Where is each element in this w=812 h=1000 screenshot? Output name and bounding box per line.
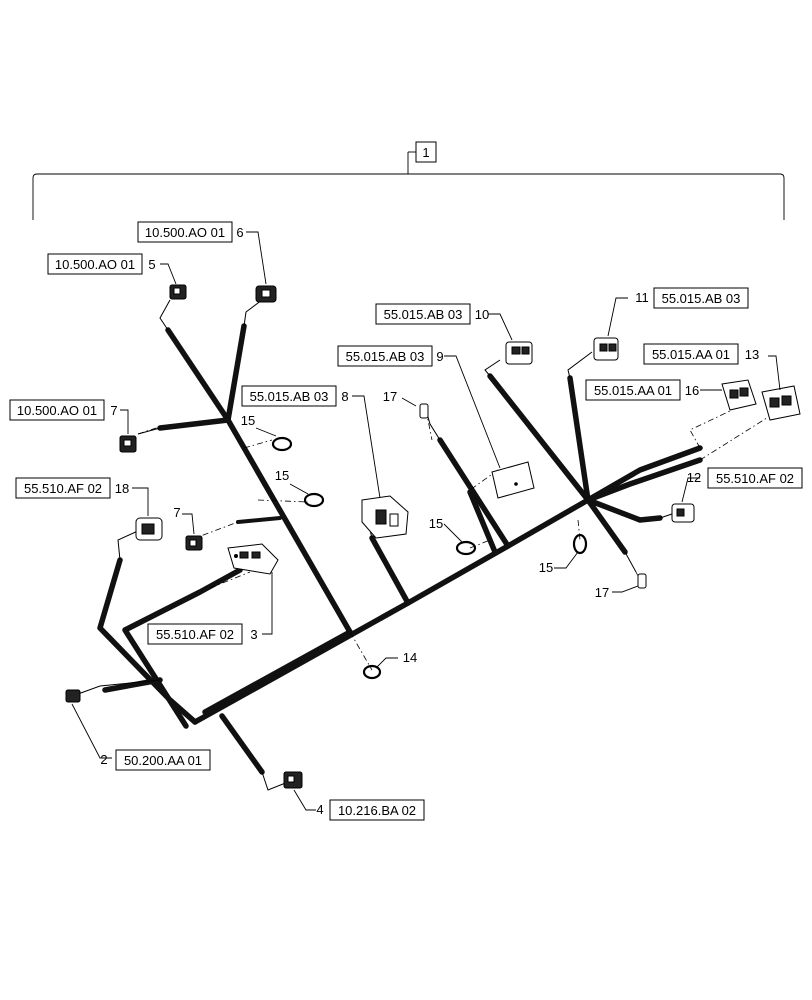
connector-9: [491, 461, 535, 499]
callout-item-14: 14: [403, 650, 417, 665]
connector-3: [227, 543, 279, 575]
connector-7-upper: [119, 435, 137, 453]
item-number: 15: [275, 468, 289, 483]
item-number: 15: [429, 516, 443, 531]
connector-16: [721, 379, 757, 411]
pin-17-b: [637, 573, 647, 589]
connector-2: [65, 689, 81, 703]
connector-7-lower: [185, 535, 203, 551]
callout-item-15-c: 15: [429, 516, 443, 531]
item-number: 9: [436, 349, 443, 364]
ref-code: 55.015.AA 01: [594, 383, 672, 398]
item-number: 2: [100, 752, 107, 767]
leader-lines: [71, 231, 781, 811]
item-number: 13: [745, 347, 759, 362]
item-number: 15: [241, 413, 255, 428]
assembly-item-box: [415, 141, 437, 163]
callout-item-6: 10.500.AO 01 6: [137, 221, 244, 243]
harness-trunk: [97, 323, 703, 775]
connector-6: [255, 285, 277, 303]
callout-item-15-b: 15: [275, 468, 289, 483]
callout-item-18: 55.510.AF 02 18: [15, 477, 129, 499]
connector-4: [283, 771, 303, 789]
clip-15-c: [455, 540, 477, 556]
connector-13: [761, 385, 801, 421]
callout-item-13: 55.015.AA 01 13: [643, 343, 759, 365]
item-number: 17: [595, 585, 609, 600]
ref-code: 50.200.AA 01: [124, 753, 202, 768]
callout-item-15-a: 15: [241, 413, 255, 428]
item-number: 4: [316, 802, 323, 817]
callout-item-2: 2 50.200.AA 01: [100, 749, 211, 771]
callout-item-16: 55.015.AA 01 16: [585, 379, 699, 401]
callout-item-8: 55.015.AB 03 8: [241, 385, 349, 407]
assembly-item-number: 1: [422, 145, 429, 160]
ref-code: 10.500.AO 01: [145, 225, 225, 240]
item-number: 14: [403, 650, 417, 665]
item-number: 5: [148, 257, 155, 272]
connector-8: [361, 495, 409, 539]
callout-item-7-lower: 7: [173, 505, 180, 520]
ref-code: 55.015.AB 03: [384, 307, 463, 322]
callout-item-9: 55.015.AB 03 9: [337, 345, 444, 367]
clip-15-a: [271, 436, 293, 452]
callout-item-11: 11 55.015.AB 03: [635, 287, 749, 309]
clip-14: [362, 664, 382, 680]
phantom-lines: [137, 409, 771, 671]
callout-item-10: 55.015.AB 03 10: [375, 303, 489, 325]
ref-code: 55.015.AA 01: [652, 347, 730, 362]
ref-code: 10.500.AO 01: [55, 257, 135, 272]
callout-item-3: 55.510.AF 02 3: [147, 623, 258, 645]
ref-code: 10.216.BA 02: [338, 803, 416, 818]
pin-17-a: [419, 403, 429, 419]
item-number: 10: [475, 307, 489, 322]
ref-code: 55.510.AF 02: [24, 481, 102, 496]
ref-code: 55.015.AB 03: [662, 291, 741, 306]
ref-code: 55.510.AF 02: [156, 627, 234, 642]
connector-5: [169, 284, 187, 300]
callout-item-15-d: 15: [539, 560, 553, 575]
connector-11: [593, 337, 619, 361]
callout-item-4: 4 10.216.BA 02: [316, 799, 425, 821]
callout-item-5: 10.500.AO 01 5: [47, 253, 156, 275]
ref-code: 10.500.AO 01: [17, 403, 97, 418]
assembly-bracket: 1: [32, 141, 785, 220]
item-number: 17: [383, 389, 397, 404]
item-number: 7: [173, 505, 180, 520]
item-number: 7: [110, 403, 117, 418]
connector-10: [505, 341, 533, 365]
callout-item-17-a: 17: [383, 389, 397, 404]
callout-item-17-b: 17: [595, 585, 609, 600]
item-number: 18: [115, 481, 129, 496]
callout-item-12: 12 55.510.AF 02: [687, 467, 803, 489]
clip-15-d: [572, 533, 588, 555]
connector-18: [135, 517, 163, 541]
ref-code: 55.015.AB 03: [250, 389, 329, 404]
clip-15-b: [303, 492, 325, 508]
callout-item-7: 10.500.AO 01 7: [9, 399, 118, 421]
item-number: 12: [687, 470, 701, 485]
connector-12: [671, 503, 695, 523]
item-number: 3: [250, 627, 257, 642]
item-number: 15: [539, 560, 553, 575]
ref-code: 55.510.AF 02: [716, 471, 794, 486]
item-number: 11: [635, 290, 649, 305]
ref-code: 55.015.AB 03: [346, 349, 425, 364]
item-number: 6: [236, 225, 243, 240]
item-number: 8: [341, 389, 348, 404]
item-number: 16: [685, 383, 699, 398]
